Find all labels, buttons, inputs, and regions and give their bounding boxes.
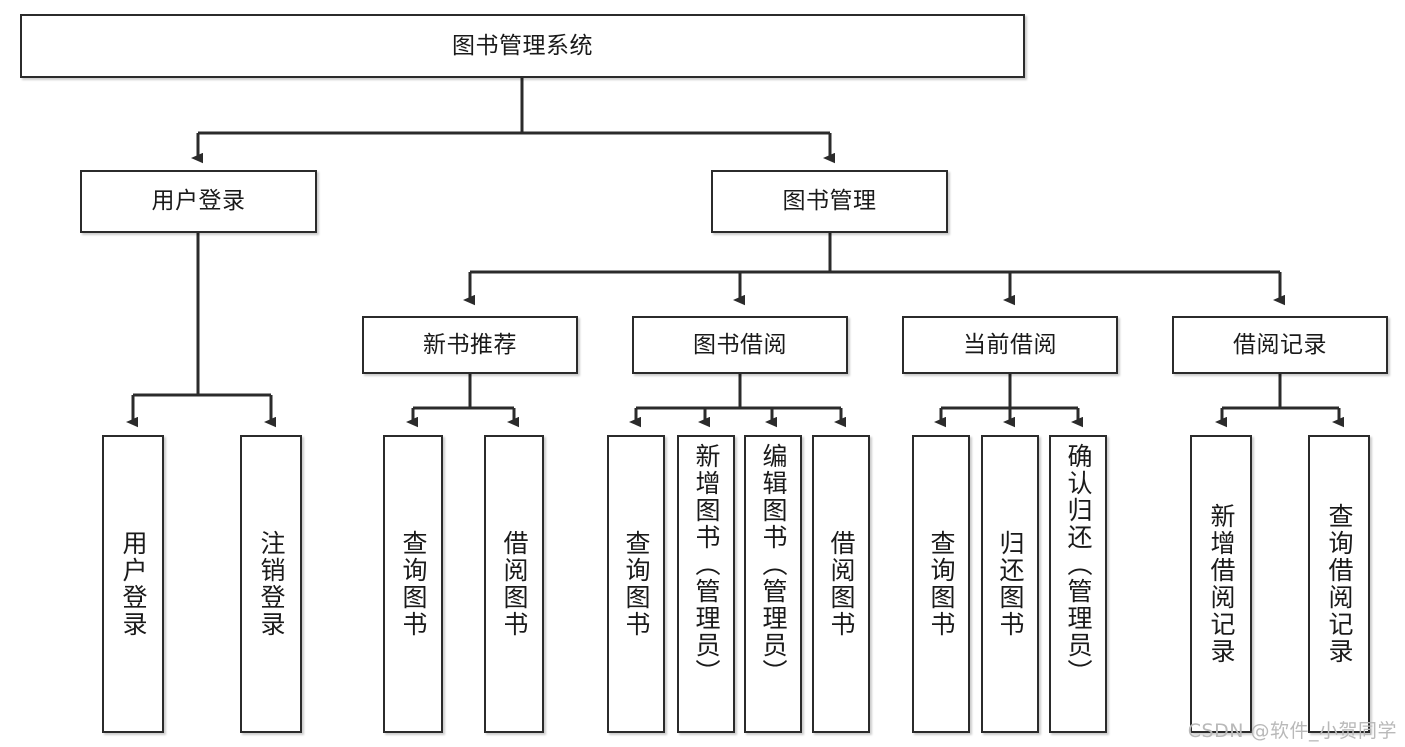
node-leaf-confirm-return-label: 确认归还（管理员） [1064,443,1093,686]
node-leaf-query-book-3[interactable]: 查询图书 [912,435,970,733]
node-new-book-recommend[interactable]: 新书推荐 [362,316,578,374]
node-leaf-borrow-book-1[interactable]: 借阅图书 [484,435,544,733]
node-leaf-borrow-book-1-label: 借阅图书 [500,530,529,638]
node-leaf-return-book-label: 归还图书 [996,530,1025,638]
node-leaf-confirm-return[interactable]: 确认归还（管理员） [1049,435,1107,733]
node-leaf-edit-book-label: 编辑图书（管理员） [759,443,788,686]
node-user-login[interactable]: 用户登录 [80,170,317,233]
node-leaf-query-book-1-label: 查询图书 [399,530,428,638]
node-user-login-label: 用户登录 [151,188,246,215]
node-current-borrow-label: 当前借阅 [963,331,1057,358]
node-leaf-query-record-label: 查询借阅记录 [1325,503,1354,665]
node-leaf-user-logout[interactable]: 注销登录 [240,435,302,733]
node-current-borrow[interactable]: 当前借阅 [902,316,1118,374]
node-leaf-query-book-2[interactable]: 查询图书 [607,435,665,733]
node-leaf-query-book-3-label: 查询图书 [927,530,956,638]
node-borrow-record[interactable]: 借阅记录 [1172,316,1388,374]
node-leaf-query-book-2-label: 查询图书 [622,530,651,638]
node-leaf-add-book[interactable]: 新增图书（管理员） [677,435,735,733]
node-borrow-record-label: 借阅记录 [1233,331,1327,358]
node-leaf-borrow-book-2-label: 借阅图书 [827,530,856,638]
node-leaf-query-book-1[interactable]: 查询图书 [383,435,443,733]
csdn-watermark: CSDN @软件_小贺同学 [1187,720,1397,742]
node-root-label: 图书管理系统 [452,32,593,59]
node-leaf-user-login[interactable]: 用户登录 [102,435,164,733]
node-leaf-edit-book[interactable]: 编辑图书（管理员） [744,435,802,733]
node-book-borrow[interactable]: 图书借阅 [632,316,848,374]
node-leaf-add-record-label: 新增借阅记录 [1207,503,1236,665]
node-leaf-add-record[interactable]: 新增借阅记录 [1190,435,1252,733]
node-root[interactable]: 图书管理系统 [20,14,1025,78]
node-new-book-recommend-label: 新书推荐 [423,331,517,358]
node-leaf-query-record[interactable]: 查询借阅记录 [1308,435,1370,733]
node-book-manage-label: 图书管理 [782,188,877,215]
node-leaf-user-logout-label: 注销登录 [257,530,286,638]
node-leaf-add-book-label: 新增图书（管理员） [692,443,721,686]
node-book-borrow-label: 图书借阅 [693,331,787,358]
node-book-manage[interactable]: 图书管理 [711,170,948,233]
node-leaf-borrow-book-2[interactable]: 借阅图书 [812,435,870,733]
node-leaf-return-book[interactable]: 归还图书 [981,435,1039,733]
node-leaf-user-login-label: 用户登录 [119,530,148,638]
